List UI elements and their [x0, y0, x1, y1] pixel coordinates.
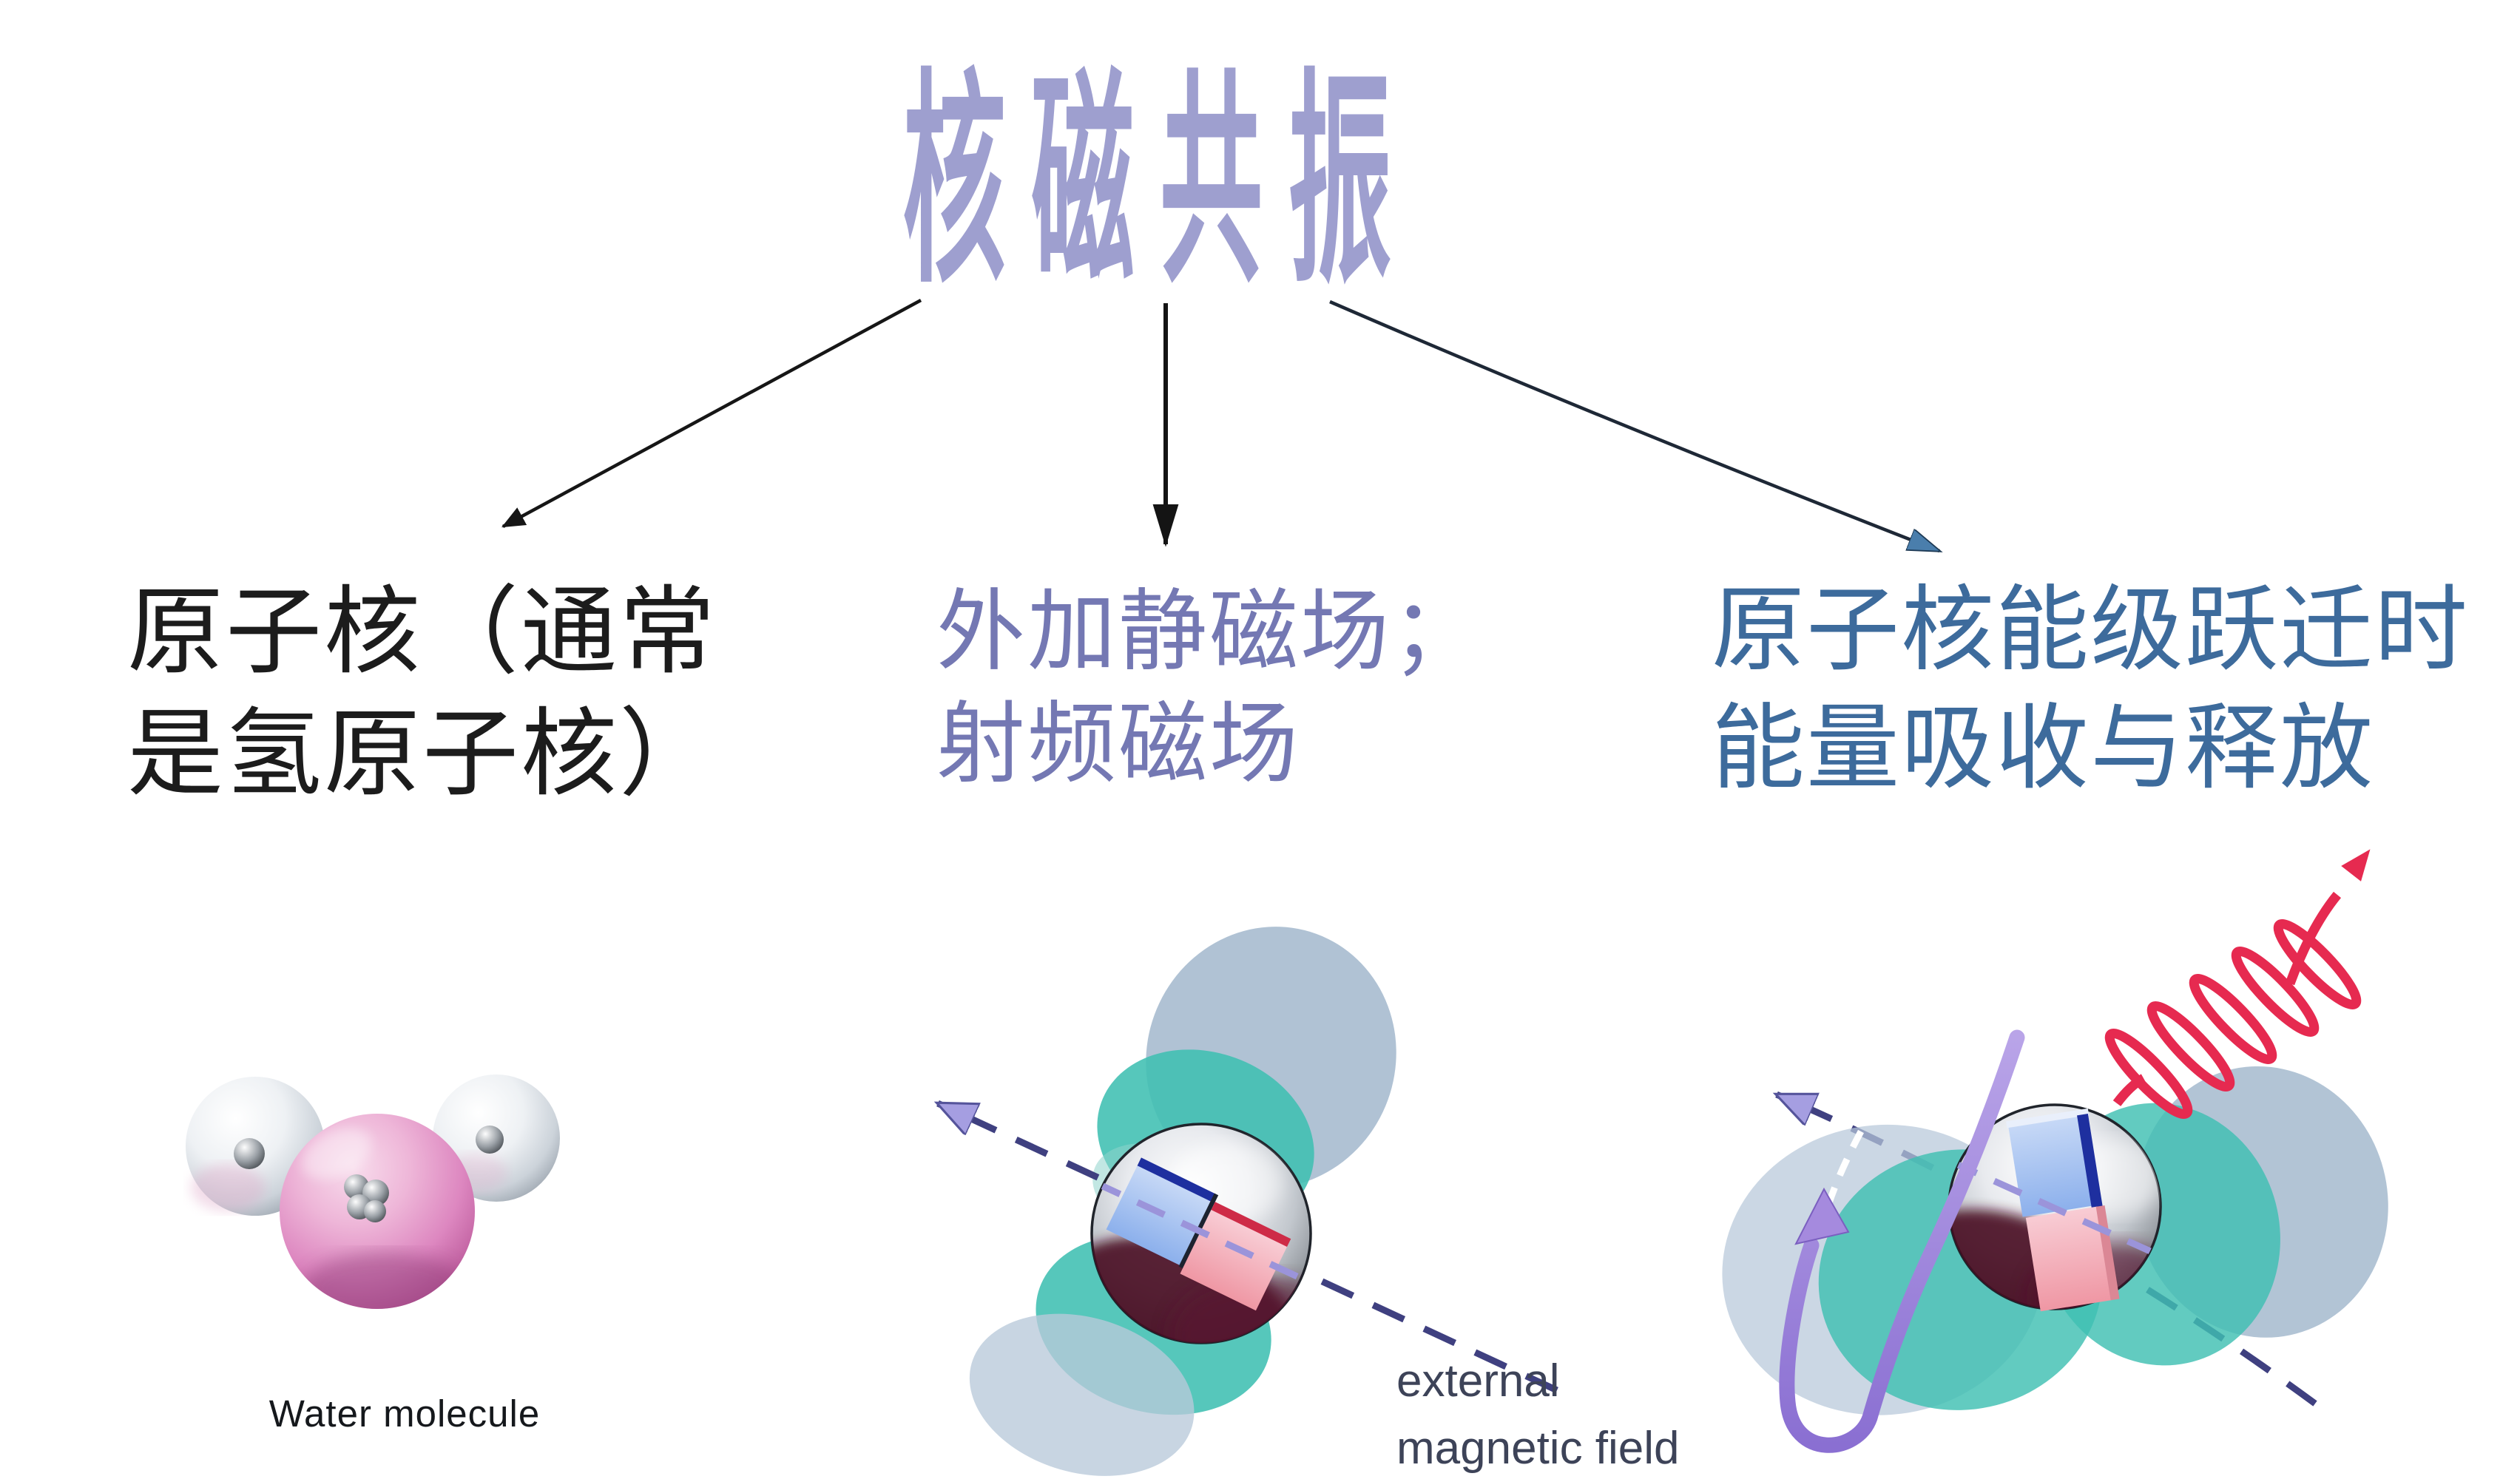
heading-line: 外加静磁场；	[936, 582, 1482, 681]
arrow-to-energy-branch	[1329, 299, 1939, 553]
heading-line: 原子核（通常	[127, 578, 718, 686]
field-axis-dashes-on-sphere	[1949, 1157, 2161, 1261]
arrow-to-nucleus-branch	[501, 299, 922, 528]
caption-line: external	[1396, 1356, 1560, 1407]
nucleus-spin-static-field-illustration	[938, 927, 1558, 1476]
rf-wave-icon	[2104, 891, 2362, 1120]
heading-line: 原子核能级跃迁时	[1712, 578, 2469, 682]
branch-arrows	[501, 299, 1939, 553]
branch-heading-fields: 外加静磁场； 射频磁场	[936, 575, 1482, 801]
nucleus-cluster-icon	[344, 1174, 389, 1222]
water-molecule-illustration	[186, 1074, 560, 1309]
field-axis-dashes-on-sphere	[1092, 1178, 1311, 1287]
caption-line: magnetic field	[1396, 1423, 1680, 1475]
water-molecule-caption: Water molecule	[268, 1392, 541, 1435]
heading-line: 是氢原子核）	[127, 700, 718, 808]
branch-heading-energy: 原子核能级跃迁时 能量吸收与释放	[1712, 571, 2469, 808]
external-field-caption: external magnetic field	[1396, 1347, 1680, 1479]
precession-arrow-icon	[1779, 1029, 2025, 1453]
page-title: 核磁共振	[902, 54, 1417, 309]
nucleus-energy-emission-illustration	[1722, 849, 2388, 1453]
proton-dot-icon	[234, 1138, 265, 1169]
heading-line: 能量吸收与释放	[1712, 696, 2374, 801]
rf-wave-arrowhead-icon	[2341, 849, 2371, 881]
precession-dashes-white	[1822, 1129, 1864, 1216]
branch-heading-nucleus: 原子核（通常 是氢原子核）	[127, 571, 717, 815]
bar-magnet-icon	[2006, 1108, 2120, 1312]
heading-line: 射频磁场	[936, 694, 1300, 794]
proton-dot-icon	[476, 1126, 504, 1154]
